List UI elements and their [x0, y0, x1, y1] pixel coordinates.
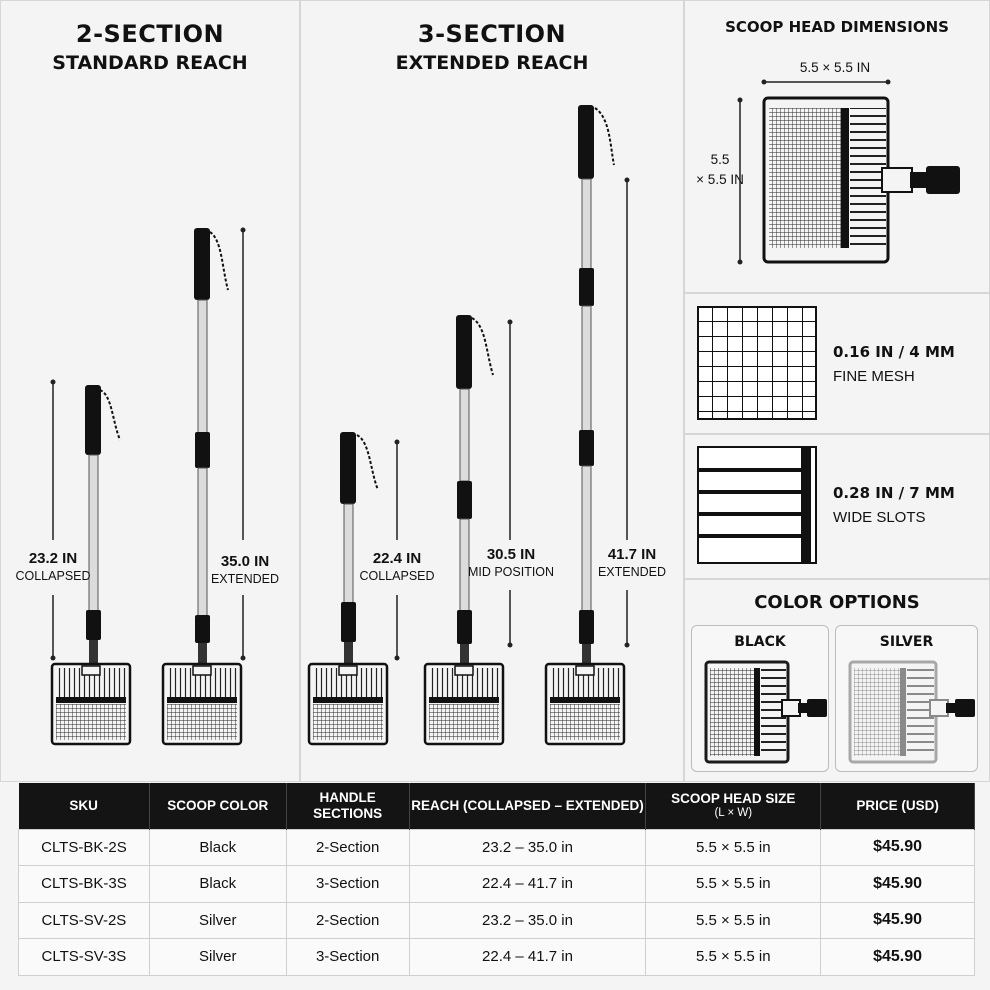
fine-mesh-value: 0.16 IN / 4 MM: [833, 343, 955, 361]
cell-reach: 23.2 – 35.0 in: [408, 828, 647, 866]
header-label: PRICE (USD): [856, 797, 939, 813]
cell-head-size: 5.5 × 5.5 in: [645, 828, 822, 866]
wide-slots-label: WIDE SLOTS: [833, 509, 926, 526]
header-label: SCOOP COLOR: [167, 797, 269, 813]
silver-scoop-thumb: [848, 660, 975, 764]
header-sku: SKU: [18, 783, 150, 829]
cell-head-size: 5.5 × 5.5 in: [645, 938, 822, 976]
cell-head-size: 5.5 × 5.5 in: [645, 865, 822, 903]
cell-sections: 2-Section: [285, 901, 410, 939]
measure-note: MID POSITION: [467, 564, 555, 579]
measure-note: COLLAPSED: [15, 568, 91, 583]
scoop-illustrations: [50, 105, 630, 746]
cell-sku: CLTS-SV-2S: [18, 901, 150, 939]
standard-title-line1: 2-SECTION: [75, 20, 225, 48]
cell-sections: 3-Section: [285, 938, 410, 976]
scoop-head-diagram: [737, 79, 960, 265]
head-height-label: 5.5 × 5.5 IN: [690, 150, 750, 191]
measure-note: EXTENDED: [210, 571, 280, 586]
measurement-lines: [52, 180, 628, 658]
color-option-label: SILVER: [879, 634, 934, 650]
cell-reach: 22.4 – 41.7 in: [408, 938, 647, 976]
cell-color: Silver: [148, 938, 287, 976]
wide-slots-swatch: [697, 446, 817, 564]
extended-reach-panel: [300, 0, 684, 782]
cell-reach: 23.2 – 35.0 in: [408, 901, 647, 939]
scoop-2s-collapsed: [50, 385, 132, 746]
cell-sku: CLTS-BK-2S: [18, 828, 150, 866]
measure-note: EXTENDED: [597, 564, 667, 579]
color-option-black[interactable]: BLACK: [691, 625, 829, 772]
color-options-title: COLOR OPTIONS: [754, 592, 920, 613]
table-row: CLTS-BK-3S Black 3-Section 22.4 – 41.7 i…: [18, 865, 975, 903]
table-row: CLTS-BK-2S Black 2-Section 23.2 – 35.0 i…: [18, 828, 975, 866]
measure-2s-collapsed: 23.2 IN COLLAPSED: [8, 550, 98, 584]
cell-sections: 2-Section: [285, 828, 410, 866]
standard-title-line2: STANDARD REACH: [52, 52, 248, 74]
cell-color: Black: [148, 865, 287, 903]
header-label: HANDLE SECTIONS: [313, 790, 383, 821]
cell-sections: 3-Section: [285, 865, 410, 903]
cell-reach: 22.4 – 41.7 in: [408, 865, 647, 903]
header-scoop-color: SCOOP COLOR: [149, 783, 287, 829]
cell-price: $45.90: [820, 938, 975, 976]
measure-note: COLLAPSED: [359, 568, 435, 583]
measure-3s-collapsed: 22.4 IN COLLAPSED: [352, 550, 442, 584]
measure-3s-extended: 41.7 IN EXTENDED: [586, 546, 678, 580]
head-dimensions-title: SCOOP HEAD DIMENSIONS: [725, 18, 949, 36]
standard-reach-panel: [0, 0, 300, 782]
extended-title-line1: 3-SECTION: [417, 20, 567, 48]
fine-mesh-swatch: [697, 306, 817, 420]
head-height-label-line1: 5.5: [710, 152, 730, 167]
header-head-size: SCOOP HEAD SIZE(L × W): [645, 783, 822, 829]
header-reach: REACH (COLLAPSED – EXTENDED): [409, 783, 647, 829]
scoop-2s-extended: [161, 228, 243, 746]
cell-price: $45.90: [820, 828, 975, 866]
measure-value: 35.0 IN: [220, 553, 270, 570]
scoop-3s-extended: [544, 105, 626, 746]
measure-value: 30.5 IN: [486, 546, 536, 563]
color-option-silver[interactable]: SILVER: [835, 625, 978, 772]
wide-slots-value: 0.28 IN / 7 MM: [833, 484, 955, 502]
wide-slots-spec: 0.28 IN / 7 MM WIDE SLOTS: [833, 481, 955, 530]
measure-value: 23.2 IN: [28, 550, 78, 567]
cell-color: Silver: [148, 901, 287, 939]
measure-value: 41.7 IN: [607, 546, 657, 563]
extended-title-line2: EXTENDED REACH: [395, 52, 589, 74]
head-height-label-line2: × 5.5 IN: [696, 172, 744, 188]
table-row: CLTS-SV-2S Silver 2-Section 23.2 – 35.0 …: [18, 901, 975, 939]
scoop-3s-collapsed: [307, 432, 389, 746]
cell-price: $45.90: [820, 865, 975, 903]
header-label: SKU: [69, 797, 98, 813]
fine-mesh-spec: 0.16 IN / 4 MM FINE MESH: [833, 340, 955, 389]
header-label: SCOOP HEAD SIZE: [671, 791, 796, 807]
measure-value: 22.4 IN: [372, 550, 422, 567]
table-row: CLTS-SV-3S Silver 3-Section 22.4 – 41.7 …: [18, 938, 975, 976]
fine-mesh-label: FINE MESH: [833, 368, 915, 385]
head-width-label: 5.5 × 5.5 IN: [799, 60, 871, 75]
header-handle-sections: HANDLE SECTIONS: [286, 783, 410, 829]
cell-sku: CLTS-SV-3S: [18, 938, 150, 976]
black-scoop-thumb: [704, 660, 827, 764]
header-price: PRICE (USD): [820, 783, 975, 829]
color-option-label: BLACK: [734, 634, 786, 650]
header-label: REACH (COLLAPSED – EXTENDED): [411, 797, 644, 813]
measure-2s-extended: 35.0 IN EXTENDED: [200, 553, 290, 587]
cell-sku: CLTS-BK-3S: [18, 865, 150, 903]
cell-price: $45.90: [820, 901, 975, 939]
header-sublabel: (L × W): [714, 806, 753, 819]
cell-color: Black: [148, 828, 287, 866]
cell-head-size: 5.5 × 5.5 in: [645, 901, 822, 939]
measure-3s-mid: 30.5 IN MID POSITION: [462, 546, 560, 580]
sku-table: SKU SCOOP COLOR HANDLE SECTIONS REACH (C…: [18, 783, 975, 976]
scoop-3s-mid: [423, 315, 505, 746]
table-header-row: SKU SCOOP COLOR HANDLE SECTIONS REACH (C…: [18, 783, 975, 829]
